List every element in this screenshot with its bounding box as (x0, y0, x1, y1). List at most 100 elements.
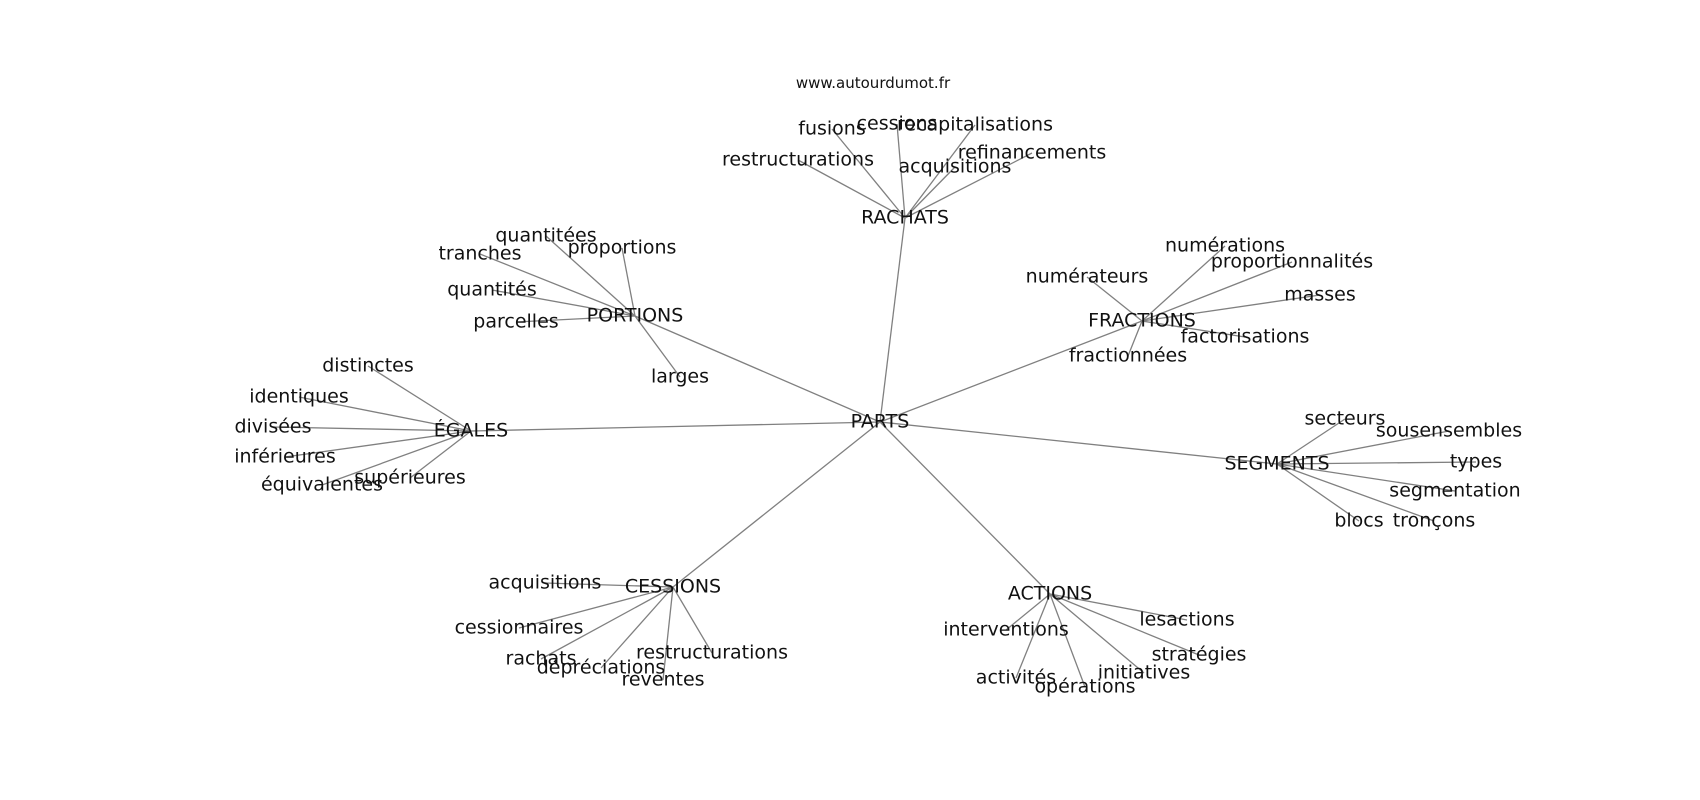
edge-cessions-restructurations (672, 586, 713, 654)
leaf-node-label-divisees: divisées (234, 416, 311, 438)
leaf-node-label-reventes: reventes (621, 669, 704, 691)
leaf-node-label-superieures: supérieures (354, 467, 466, 489)
edge-parts-egales (470, 421, 881, 432)
branch-node-label-egales: ÉGALES (434, 419, 508, 442)
edge-actions-strategies (1049, 593, 1200, 656)
edge-segments-types (1276, 461, 1477, 465)
leaf-node-label-cessionnaires: cessionnaires (455, 617, 584, 639)
edge-segments-blocs (1276, 463, 1360, 522)
leaf-node-label-distinctes: distinctes (322, 355, 414, 377)
edge-segments-secteurs (1276, 418, 1346, 465)
leaf-node-label-interventions: interventions (943, 619, 1069, 641)
edge-fractions-factorisations (1141, 320, 1246, 338)
edge-portions-larges (634, 315, 681, 378)
leaf-node-label-restructurations: restructurations (636, 642, 788, 664)
edge-rachats-restructurations (797, 159, 906, 219)
branch-node-label-cessions: CESSIONS (625, 576, 721, 598)
edge-cessions-rachats (540, 586, 674, 660)
edge-egales-identiques (298, 396, 472, 432)
branch-node-label-segments: SEGMENTS (1224, 453, 1329, 475)
leaf-node-label-factorisations: factorisations (1181, 326, 1310, 348)
edge-fractions-numerateurs (1086, 276, 1143, 322)
edge-actions-initiatives (1049, 593, 1145, 674)
leaf-node-label-acquisitions: acquisitions (489, 572, 602, 594)
edge-egales-inferieures (284, 430, 472, 458)
edge-fractions-masses (1141, 294, 1321, 322)
leaf-node-label-tranches: tranches (438, 243, 521, 265)
leaf-node-label-quantites: quantités (447, 279, 537, 301)
edge-parts-portions (634, 315, 881, 423)
leaf-node-label-lesactions: lesactions (1139, 609, 1234, 631)
graph-edges (272, 123, 1477, 688)
leaf-node-label-sousensembles: sousensembles (1376, 420, 1522, 442)
edge-egales-divisees (272, 426, 472, 432)
branch-node-label-rachats: RACHATS (861, 207, 949, 229)
edge-cessions-acquisitions (544, 582, 674, 588)
edge-rachats-cessions (896, 123, 906, 219)
edge-actions-operations (1049, 593, 1086, 688)
leaf-node-label-inferieures: inférieures (234, 446, 336, 468)
leaf-node-label-acquisitions: acquisitions (899, 156, 1012, 178)
leaf-node-label-masses: masses (1284, 284, 1356, 306)
leaf-node-label-cessions: cessions (857, 113, 938, 135)
edge-parts-rachats (879, 217, 906, 423)
graph-labels: PARTS RACHATS fusionscessionsrecapitalisat… (234, 113, 1522, 698)
edge-rachats-acquisitions (904, 166, 956, 219)
edge-fractions-fractionnees (1127, 320, 1143, 357)
source-label: www.autourdumot.fr (796, 74, 951, 92)
edge-segments-segmentation (1276, 463, 1456, 492)
branch-node-label-portions: PORTIONS (587, 305, 684, 327)
edge-parts-segments (879, 421, 1278, 465)
leaf-node-label-fractionnees: fractionnées (1069, 345, 1187, 367)
edge-actions-interventions (1005, 593, 1051, 631)
leaf-node-label-rachats: rachats (506, 648, 577, 670)
edge-portions-quantites (491, 289, 636, 317)
edge-rachats-fusions (831, 128, 906, 219)
leaf-node-label-secteurs: secteurs (1305, 408, 1386, 430)
leaf-node-label-strategies: stratégies (1152, 644, 1247, 666)
edge-parts-fractions (879, 320, 1143, 423)
branch-node-label-actions: ACTIONS (1008, 583, 1092, 605)
edge-cessions-depreciations (600, 586, 674, 669)
edge-cessions-reventes (662, 586, 674, 681)
leaf-node-label-equivalentes: équivalentes (261, 474, 383, 496)
leaf-node-label-segmentation: segmentation (1389, 480, 1520, 502)
edge-rachats-recapitalisations (904, 124, 976, 219)
leaf-node-label-identiques: identiques (249, 386, 349, 408)
edge-parts-actions (879, 421, 1051, 595)
leaf-node-label-proportions: proportions (568, 237, 677, 259)
edge-rachats-refinancements (904, 152, 1033, 219)
leaf-node-label-operations: opérations (1034, 676, 1135, 698)
leaf-node-label-parcelles: parcelles (473, 311, 558, 333)
edge-fractions-proportionnalites (1141, 261, 1293, 322)
edge-cessions-cessionnaires (518, 586, 674, 629)
edge-segments-troncons (1276, 463, 1435, 522)
edge-egales-equivalentes (321, 430, 472, 486)
leaf-node-label-blocs: blocs (1334, 510, 1383, 532)
edge-egales-superieures (409, 430, 472, 479)
leaf-node-label-restructurations: restructurations (722, 149, 874, 171)
edge-actions-activites (1015, 593, 1051, 679)
edge-portions-quantitees (545, 235, 636, 317)
leaf-node-label-activites: activités (976, 667, 1056, 689)
leaf-node-label-fusions: fusions (798, 118, 865, 140)
leaf-node-label-initiatives: initiatives (1098, 662, 1191, 684)
leaf-node-label-quantitees: quantitées (495, 225, 596, 247)
edge-portions-tranches (479, 253, 636, 317)
leaf-node-label-refinancements: refinancements (958, 142, 1107, 164)
branch-node-label-fractions: FRACTIONS (1088, 310, 1196, 332)
leaf-node-label-depreciations: dépréciations (537, 657, 666, 679)
leaf-node-label-recapitalisations: recapitalisations (897, 114, 1053, 136)
leaf-node-label-troncons: tronçons (1393, 510, 1476, 532)
edge-parts-cessions (672, 421, 881, 588)
edge-portions-proportions (621, 247, 636, 317)
leaf-node-label-numerations: numérations (1165, 235, 1285, 257)
leaf-node-label-proportionnalites: proportionnalités (1211, 251, 1373, 273)
edge-actions-lesactions (1049, 593, 1188, 621)
edge-egales-distinctes (367, 365, 472, 432)
center-node-label: PARTS (851, 411, 910, 433)
edge-segments-sousensembles (1276, 430, 1450, 465)
leaf-node-label-numerateurs: numérateurs (1026, 266, 1149, 288)
edge-portions-parcelles (515, 315, 636, 323)
